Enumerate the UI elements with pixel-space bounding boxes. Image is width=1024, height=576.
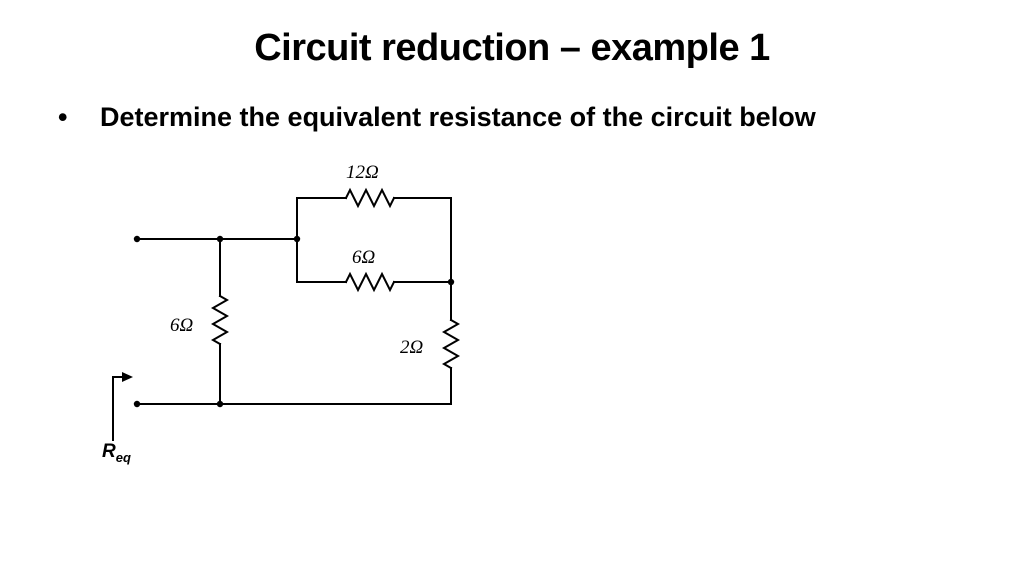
bottom-return-wire bbox=[136, 367, 452, 405]
bullet-text: Determine the equivalent resistance of t… bbox=[100, 102, 816, 132]
bullet-item: • Determine the equivalent resistance of … bbox=[58, 99, 816, 135]
junction-right-dot bbox=[447, 278, 455, 286]
terminal-bottom-dot bbox=[133, 400, 141, 408]
req-arrow-shaft bbox=[112, 376, 125, 441]
label-bottom-parallel-resistor: 6Ω bbox=[352, 247, 376, 268]
right-series-resistor bbox=[441, 318, 461, 370]
terminal-top-dot bbox=[133, 235, 141, 243]
req-label-sub: eq bbox=[116, 450, 131, 465]
left-shunt-resistor bbox=[210, 294, 230, 346]
junction-left-top-dot bbox=[216, 235, 224, 243]
junction-left-bottom-dot bbox=[216, 400, 224, 408]
bullet-icon: • bbox=[58, 102, 68, 132]
top-parallel-resistor bbox=[344, 187, 396, 209]
label-left-shunt-resistor: 6Ω bbox=[170, 315, 194, 336]
label-top-parallel-resistor: 12Ω bbox=[346, 162, 379, 183]
top-branch-wire-right bbox=[393, 197, 452, 283]
req-label: Req bbox=[102, 441, 131, 465]
slide-title: Circuit reduction – example 1 bbox=[254, 27, 770, 69]
req-label-main: R bbox=[102, 441, 116, 462]
req-arrow-head bbox=[122, 372, 133, 382]
bottom-parallel-resistor bbox=[344, 271, 396, 293]
label-right-series-resistor: 2Ω bbox=[400, 337, 424, 358]
junction-parallel-dot bbox=[293, 235, 301, 243]
